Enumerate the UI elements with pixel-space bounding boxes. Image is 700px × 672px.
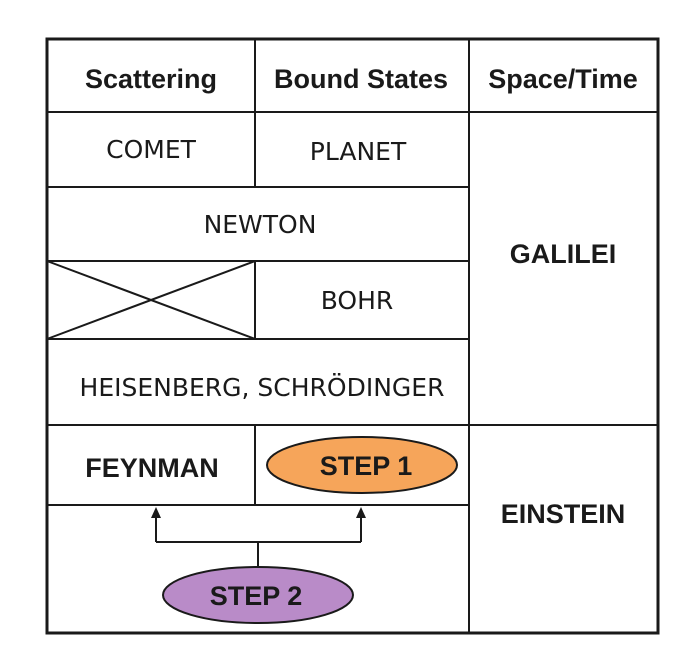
- cell-heisenberg-schrodinger: HEISENBERG, SCHRÖDINGER: [80, 373, 445, 402]
- step2-ellipse: [162, 566, 354, 624]
- header-space-time: Space/Time: [488, 64, 638, 94]
- cell-newton: NEWTON: [204, 210, 317, 239]
- arrow-up-left-icon: [151, 507, 161, 518]
- step1-label: STEP 1: [320, 451, 413, 481]
- cell-comet: COMET: [106, 135, 196, 164]
- cell-planet: PLANET: [310, 137, 407, 166]
- step1-ellipse: [266, 436, 458, 494]
- arrow-up-right-icon: [356, 507, 366, 518]
- header-bound-states: Bound States: [274, 64, 448, 94]
- header-scattering: Scattering: [85, 64, 217, 94]
- cross-line-2: [46, 260, 256, 340]
- table-border: [45, 37, 660, 635]
- cell-galilei: GALILEI: [510, 239, 617, 269]
- cell-feynman: FEYNMAN: [85, 453, 219, 483]
- cell-bohr: BOHR: [321, 286, 394, 315]
- step2-label: STEP 2: [210, 581, 303, 611]
- cell-einstein: EINSTEIN: [501, 499, 626, 529]
